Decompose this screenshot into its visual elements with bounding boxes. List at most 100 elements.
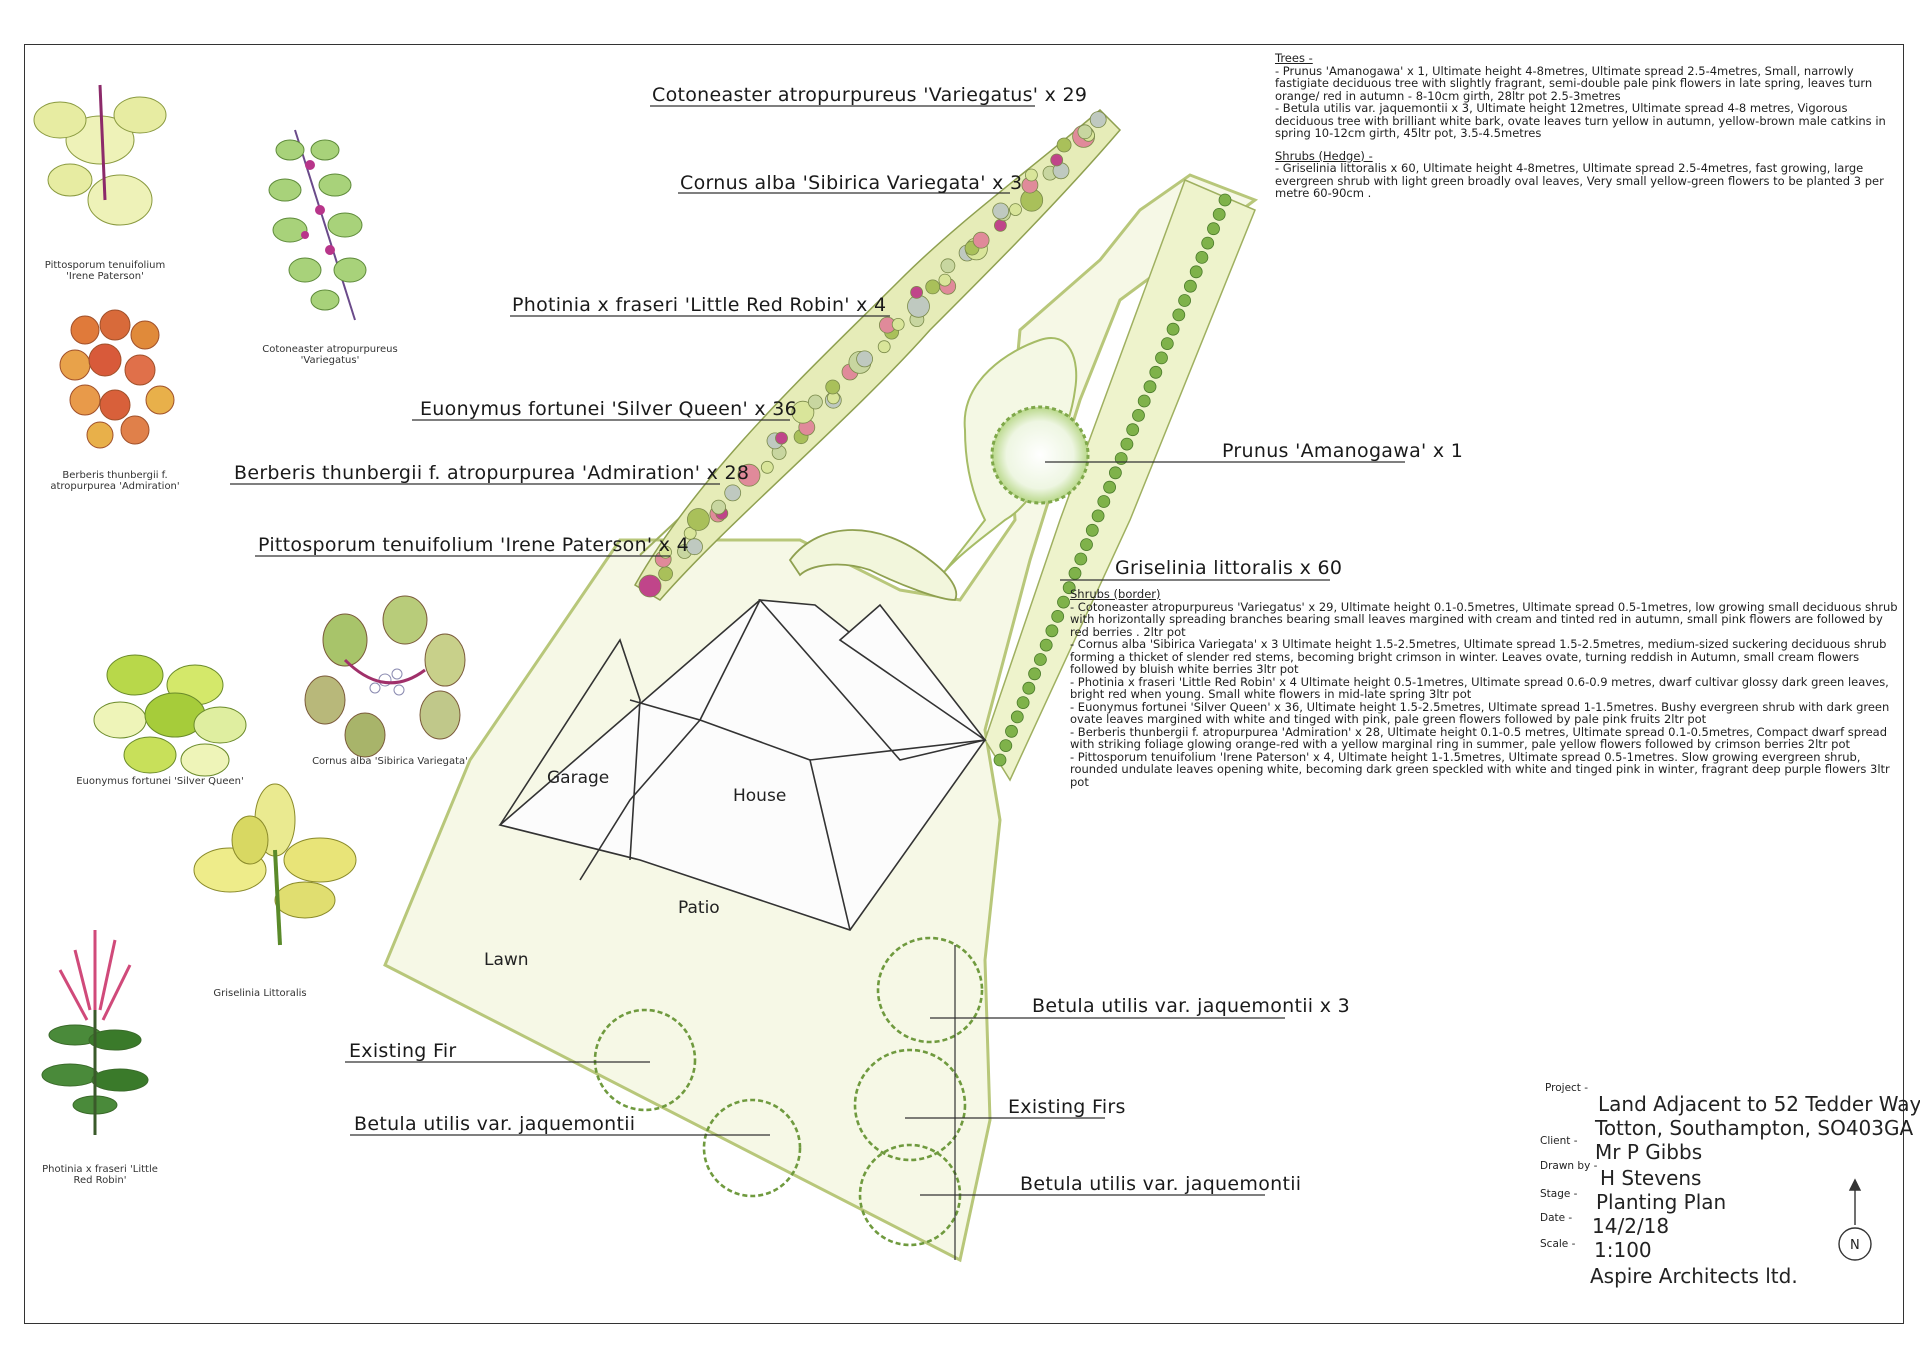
border-plant-dot xyxy=(877,340,891,354)
hedge-plant-dot xyxy=(1201,236,1215,250)
caption-griselinia: Griselinia Littoralis xyxy=(213,988,307,999)
hedge-plant-dot xyxy=(1178,294,1191,307)
date-label: Date - xyxy=(1540,1212,1573,1224)
label-berberis: Berberis thunbergii f. atropurpurea 'Adm… xyxy=(234,462,750,484)
hedge-plant-dot xyxy=(1149,365,1163,379)
stage-label: Stage - xyxy=(1540,1188,1578,1200)
hedge-plant-dot xyxy=(1068,566,1082,580)
label-pittosporum: Pittosporum tenuifolium 'Irene Paterson'… xyxy=(258,534,690,556)
caption-euonymus: Euonymus fortunei 'Silver Queen' xyxy=(76,776,244,787)
label-prunus: Prunus 'Amanogawa' x 1 xyxy=(1222,440,1464,462)
border-plant-dot xyxy=(638,574,662,598)
hedge-plant-dot xyxy=(1155,351,1168,365)
border-plant-dot xyxy=(686,538,703,556)
border-plant-dot xyxy=(1050,153,1064,167)
illustration-pittosporum xyxy=(33,84,167,226)
hedge-plant-dot xyxy=(1080,538,1093,551)
border-note-3: - Photinia x fraseri 'Little Red Robin' … xyxy=(1070,674,1889,701)
border-note-1: - Cotoneaster atropurpureus 'Variegatus'… xyxy=(1070,599,1898,639)
label-betula-right: Betula utilis var. jaquemontii xyxy=(1020,1173,1302,1195)
scale-label: Scale - xyxy=(1540,1238,1576,1250)
illustration-cornus xyxy=(304,595,466,758)
drawn-label: Drawn by - xyxy=(1540,1160,1598,1172)
tree-note-2: - Betula utilis var. jaquemontii x 3, Ul… xyxy=(1275,101,1886,140)
border-note-6: - Pittosporum tenuifolium 'Irene Paterso… xyxy=(1070,749,1890,789)
hedge-plant-dot xyxy=(1016,696,1030,709)
border-plant-dot xyxy=(687,508,710,531)
border-planting-dots xyxy=(638,111,1107,598)
curved-path xyxy=(788,529,958,601)
hedge-plant-dot xyxy=(1160,337,1174,351)
border-plant-dot xyxy=(940,258,956,274)
betula-circle-1 xyxy=(702,1098,802,1198)
label-cotoneaster: Cotoneaster atropurpureus 'Variegatus' x… xyxy=(652,84,1088,106)
border-plant-dot xyxy=(724,484,742,502)
border-plant-dot xyxy=(791,400,815,424)
hedge-plant-dot xyxy=(1109,466,1122,480)
tree-circles xyxy=(593,936,984,1247)
house-roof xyxy=(498,599,987,931)
hedge-plant-dot xyxy=(1137,394,1151,408)
border-plant-dot xyxy=(775,431,788,445)
border-plant-dot xyxy=(938,273,952,287)
border-plant-dot xyxy=(992,202,1010,220)
border-plant-dot xyxy=(925,279,941,295)
border-plant-dot xyxy=(856,350,873,368)
illustration-berberis xyxy=(59,309,175,449)
border-plant-dot xyxy=(972,231,990,249)
border-plant-dot xyxy=(737,463,761,487)
hedge-plant-dot xyxy=(1126,423,1140,437)
label-photinia: Photinia x fraseri 'Little Red Robin' x … xyxy=(512,294,887,316)
caption-pittosporum: Pittosporum tenuifolium 'Irene Paterson' xyxy=(44,260,166,282)
border-plant-dot xyxy=(659,545,672,559)
hedge-plant-dot xyxy=(1172,308,1186,322)
border-plant-dot xyxy=(910,285,923,299)
leader-lines xyxy=(230,105,1405,1260)
hedge-plant-dot xyxy=(1045,624,1059,638)
drawing-sheet-border xyxy=(24,44,1904,1324)
illustration-photinia xyxy=(41,930,149,1135)
caption-berberis: Berberis thunbergii f. atropurpurea 'Adm… xyxy=(50,470,180,492)
project-label: Project - xyxy=(1545,1082,1589,1094)
border-plant-dot xyxy=(658,566,673,582)
caption-photinia: Photinia x fraseri 'Little Red Robin' xyxy=(42,1164,158,1186)
hedge-plant-dot xyxy=(1218,193,1232,207)
drawn-value: H Stevens xyxy=(1600,1166,1702,1190)
label-betula-x3: Betula utilis var. jaquemontii x 3 xyxy=(1032,995,1350,1017)
hedge-plant-dot xyxy=(1103,480,1116,494)
project-value-1: Land Adjacent to 52 Tedder Way xyxy=(1598,1092,1920,1116)
project-value-2: Totton, Southampton, SO403GA xyxy=(1595,1116,1914,1140)
north-label: N xyxy=(1850,1238,1860,1253)
hedge-plant-dot xyxy=(993,753,1007,767)
trees-heading: Trees - xyxy=(1275,51,1313,65)
area-garage: Garage xyxy=(547,768,610,788)
hedge-plant-dot xyxy=(1184,279,1197,293)
border-note-2: - Cornus alba 'Sibirica Variegata' x 3 U… xyxy=(1070,637,1887,676)
label-betula-left: Betula utilis var. jaquemontii xyxy=(354,1113,636,1135)
client-value: Mr P Gibbs xyxy=(1595,1140,1703,1164)
border-plant-dot xyxy=(1025,168,1038,182)
stage-value: Planting Plan xyxy=(1596,1190,1727,1214)
hedge-plant-dot xyxy=(1189,265,1203,279)
hedge-plant-dot xyxy=(1132,408,1145,422)
hedge-plant-dot xyxy=(1085,523,1099,537)
illustration-euonymus xyxy=(93,654,247,777)
hedge-plant-dot xyxy=(999,739,1013,752)
border-plant-dot xyxy=(1009,203,1022,217)
hedge-plant-dot xyxy=(1057,595,1070,609)
hedge-plant-dot xyxy=(1028,667,1041,681)
area-house: House xyxy=(733,786,787,806)
hedge-plant-dot xyxy=(1212,207,1226,221)
illustration-griselinia xyxy=(193,783,357,946)
hedge-plant-dot xyxy=(1074,552,1088,566)
border-plant-dot xyxy=(1089,111,1107,128)
border-plant-dot xyxy=(891,317,905,331)
company-name: Aspire Architects ltd. xyxy=(1590,1264,1798,1288)
border-note-5: - Berberis thunbergii f. atropurpurea 'A… xyxy=(1070,724,1887,751)
hedge-plant-dot xyxy=(1039,638,1053,652)
hedge-plant-dot xyxy=(1062,581,1076,595)
area-patio: Patio xyxy=(678,898,720,918)
hedge-plant-dot xyxy=(1207,222,1220,236)
plant-notes: Trees - - Prunus 'Amanogawa' x 1, Ultima… xyxy=(1275,52,1900,200)
